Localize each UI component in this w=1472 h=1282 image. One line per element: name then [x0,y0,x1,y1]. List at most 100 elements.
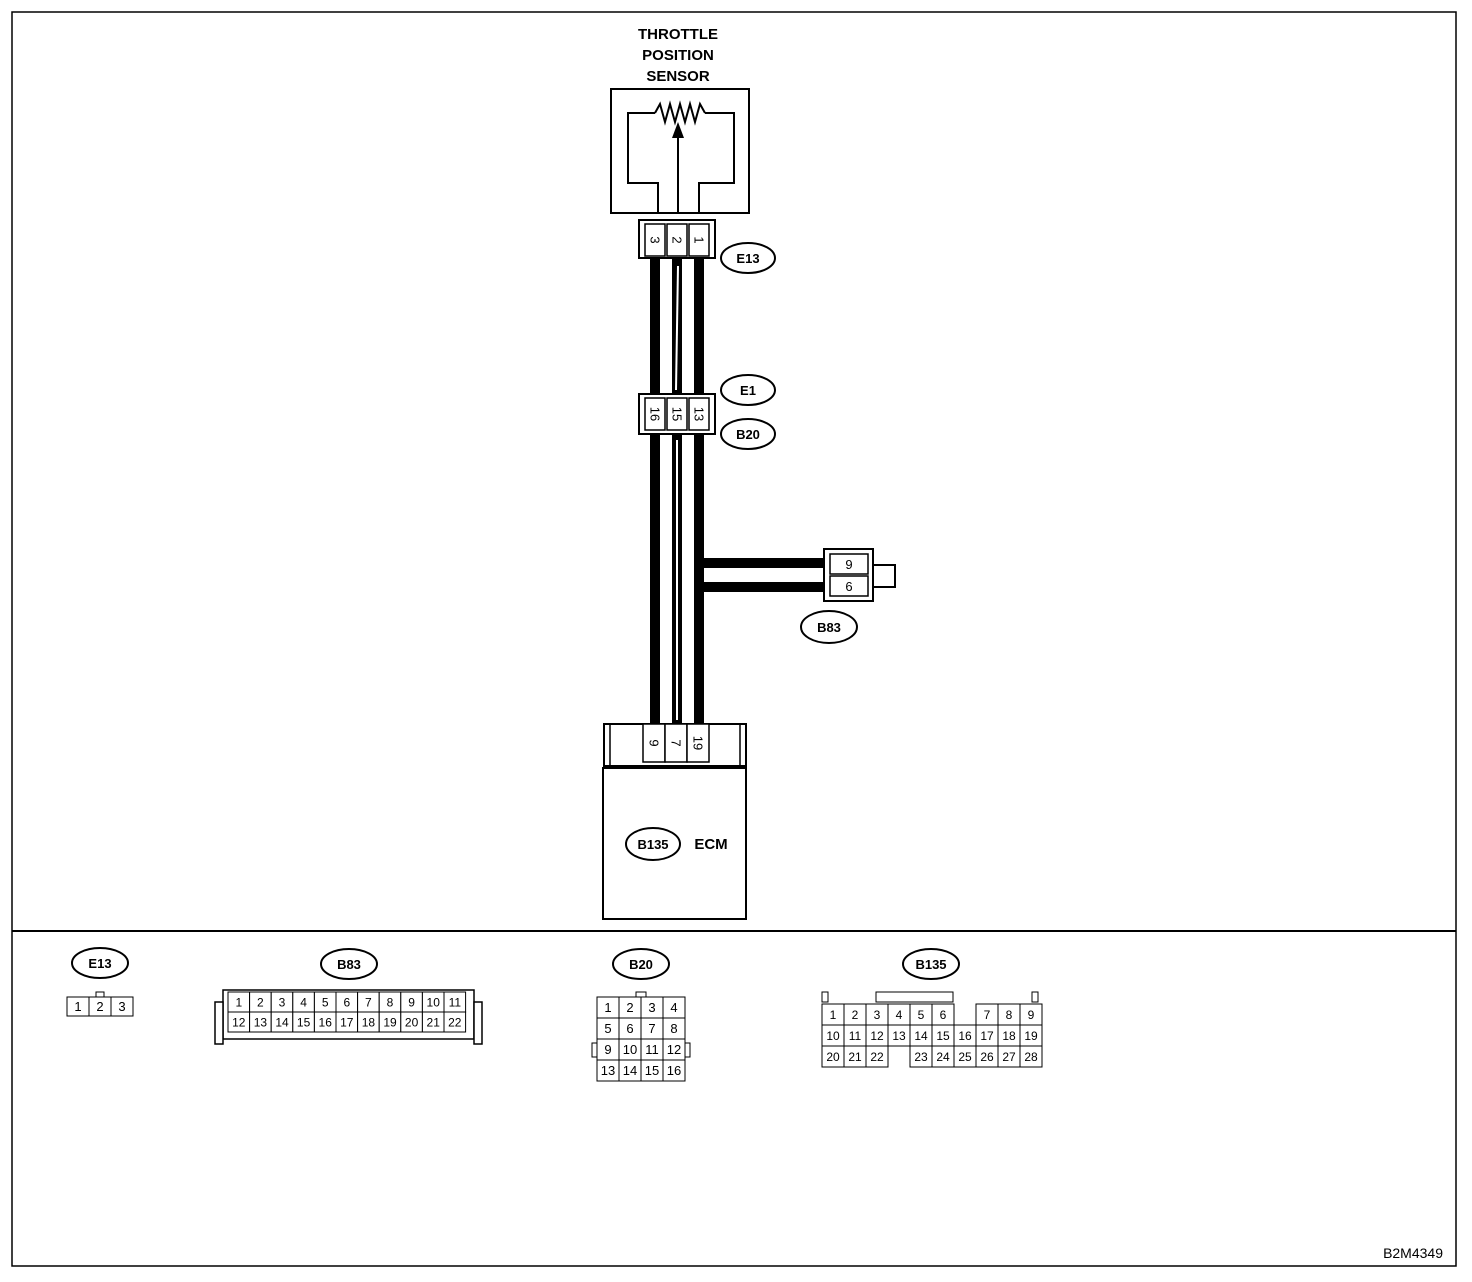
pin-number: 19 [1024,1029,1038,1043]
wiper-arrow-icon [672,122,684,138]
pin-number: 5 [604,1021,611,1036]
e13-tag [720,242,776,274]
latch [95,991,105,998]
b135-tag [625,827,681,861]
pin-number: 16 [667,1063,681,1078]
side-tab [684,1042,691,1058]
b20-pin-label: 13 [692,407,707,421]
face-e13-tag [71,947,129,979]
pin-number: 15 [297,1015,311,1029]
face-b20-tag-label: B20 [629,957,653,972]
pin-number: 22 [448,1015,462,1029]
pin-number: 14 [275,1015,289,1029]
pin-number: 2 [626,1000,633,1015]
pin-number: 4 [670,1000,677,1015]
pin-cell [110,996,134,1017]
sensor-title-line-3: SENSOR [646,68,710,85]
face-b83-tag-label: B83 [337,957,361,972]
pin-number: 11 [645,1042,659,1057]
b83-pin-label: 9 [845,557,852,572]
b20-tag [720,418,776,450]
figure-code: B2M4349 [1383,1245,1443,1261]
pin-number: 10 [623,1042,637,1057]
pin-number: 15 [645,1063,659,1078]
pin-number: 1 [830,1008,837,1022]
throttle-position-sensor [610,88,750,214]
pin-number: 3 [118,999,125,1014]
connector-b83: 9 6 [823,548,896,602]
pin-number: 18 [1002,1029,1016,1043]
pin-number: 15 [936,1029,950,1043]
pin-number: 7 [648,1021,655,1036]
pin-number: 2 [96,999,103,1014]
face-b83-tag [320,948,378,980]
wire-harness-lower [650,434,830,724]
pin-number: 6 [343,995,350,1009]
e13-pin-label: 2 [670,236,685,243]
side-tab [591,1042,598,1058]
pin-number: 5 [322,995,329,1009]
pin-number: 26 [980,1050,994,1064]
pin-number: 16 [958,1029,972,1043]
e1-tag-label: E1 [740,383,756,398]
pin-number: 9 [1028,1008,1035,1022]
pin-number: 12 [232,1015,246,1029]
b83-pin-label: 6 [845,579,852,594]
pin-number: 23 [914,1050,928,1064]
b20-pin-label: 15 [670,407,685,421]
side-tab [214,1001,224,1045]
pin-number: 16 [319,1015,333,1029]
pin-number: 19 [383,1015,397,1029]
e1-tag [720,374,776,406]
b20-tag-label: B20 [736,427,760,442]
pin-number: 2 [257,995,264,1009]
pin-number: 14 [623,1063,637,1078]
face-b20-tag [612,948,670,980]
face-e13-tag-label: E13 [88,956,111,971]
pin-number: 8 [387,995,394,1009]
pin-number: 24 [936,1050,950,1064]
pin-number: 10 [826,1029,840,1043]
pin-cell [1019,1045,1043,1068]
b20-pin-label: 16 [648,407,663,421]
pin-number: 4 [300,995,307,1009]
pin-number: 13 [892,1029,906,1043]
pin-number: 9 [604,1042,611,1057]
pin-number: 17 [340,1015,354,1029]
pin-number: 10 [427,995,441,1009]
pin-number: 11 [449,995,462,1009]
side-tab [473,1001,483,1045]
pin-number: 1 [74,999,81,1014]
b83-tag-label: B83 [817,620,841,635]
latch [875,991,954,1003]
pin-number: 17 [980,1029,994,1043]
e13-pin-label: 3 [648,236,663,243]
diagram-frame [11,11,1457,1267]
latch [635,991,647,998]
connector-e13: 3 2 1 [638,219,716,259]
sensor-title-line-2: POSITION [642,47,714,64]
pin-number: 3 [648,1000,655,1015]
pin-number: 9 [408,995,415,1009]
pin-number: 21 [427,1015,441,1029]
face-b135-tag [902,948,960,980]
pin-number: 27 [1002,1050,1016,1064]
sensor-title-line-1: THROTTLE [638,26,718,43]
pin-number: 4 [896,1008,903,1022]
pin-number: 6 [626,1021,633,1036]
pin-number: 13 [601,1063,615,1078]
pin-number: 25 [958,1050,972,1064]
b135-tag-label: B135 [637,837,668,852]
pin-number: 1 [604,1000,611,1015]
side-tab [1031,991,1039,1003]
pin-number: 13 [254,1015,268,1029]
pin-number: 6 [940,1008,947,1022]
side-tab [821,991,829,1003]
pin-number: 20 [405,1015,419,1029]
pin-number: 2 [852,1008,859,1022]
pin-number: 18 [362,1015,376,1029]
pin-number: 12 [870,1029,884,1043]
